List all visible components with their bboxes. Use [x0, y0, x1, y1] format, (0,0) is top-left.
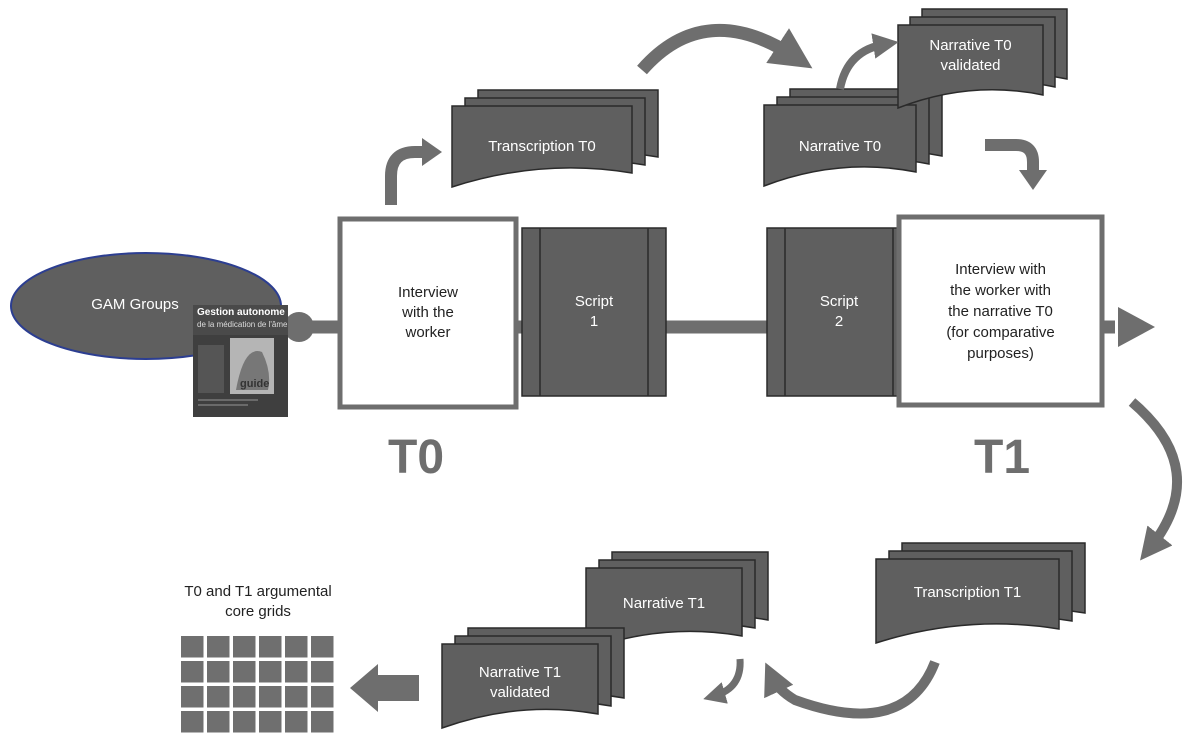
narrative-t0-validated-doc: [897, 8, 1068, 110]
grid-cell: [233, 686, 256, 708]
book-cover-image: [193, 305, 288, 417]
grid-cell: [207, 661, 230, 683]
grid-cell: [285, 686, 308, 708]
arrow-transcription-to-narrative-t1: [764, 660, 940, 719]
grid-cell: [233, 636, 256, 658]
narrative-t0-doc: [763, 88, 943, 188]
grid-cell: [311, 636, 334, 658]
grid-cell: [311, 661, 334, 683]
narrative-t1-validated-doc: [441, 627, 625, 730]
narrative-t1-doc: [585, 551, 769, 652]
script-1-box: [521, 227, 667, 397]
grid-cell: [181, 686, 204, 708]
arrow-interview-to-transcription: [385, 138, 442, 205]
arrow-transcription-to-narrative: [637, 23, 813, 75]
grid-cell: [181, 661, 204, 683]
grid-cell: [259, 661, 282, 683]
grid-cell: [207, 686, 230, 708]
grid-cell: [181, 636, 204, 658]
timeline-arrowhead: [1118, 307, 1155, 347]
transcription-t0-doc: [451, 89, 659, 189]
grid-cell: [181, 711, 204, 733]
arrow-validated-to-grid: [350, 664, 419, 712]
arrow-narrative-to-validated: [836, 33, 899, 90]
arrow-interview-t1-to-transcription: [1128, 398, 1183, 561]
grid-cell: [207, 636, 230, 658]
arrow-narrative-to-validated-t1: [703, 658, 744, 704]
grid-cell: [285, 636, 308, 658]
script-2-box: [766, 227, 912, 397]
grid-cell: [233, 711, 256, 733]
arrow-validated-to-interview-t1: [985, 139, 1047, 190]
interview-t1-box: [896, 214, 1105, 408]
grid-cell: [311, 711, 334, 733]
transcription-t1-doc: [875, 542, 1086, 645]
grid-cell: [233, 661, 256, 683]
grid-cell: [285, 661, 308, 683]
grid-cell: [207, 711, 230, 733]
grid-cell: [259, 686, 282, 708]
grid-cell: [311, 686, 334, 708]
interview-t0-box: [337, 216, 519, 410]
grid-cell: [259, 636, 282, 658]
grid-cell: [259, 711, 282, 733]
grid-cell: [285, 711, 308, 733]
argumental-core-grid: [179, 634, 335, 734]
